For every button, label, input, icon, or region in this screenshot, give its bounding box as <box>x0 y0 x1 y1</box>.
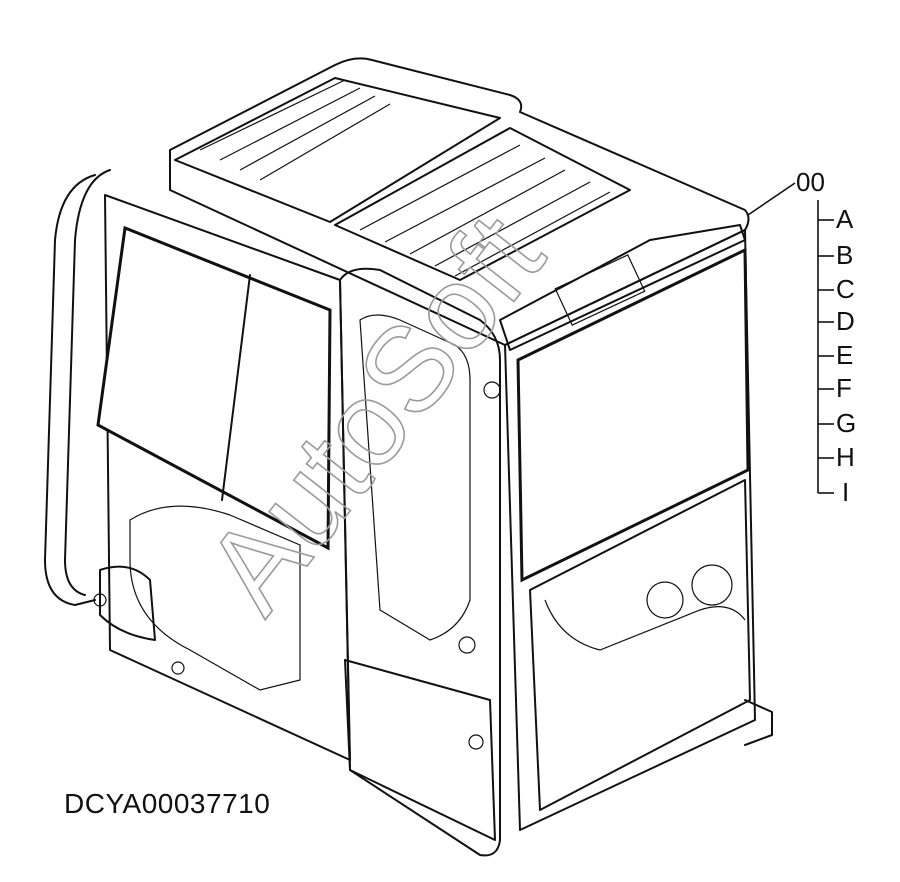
subpart-label-a: A <box>836 204 854 234</box>
assembly-callout: 00 <box>796 167 825 197</box>
subpart-label-f: F <box>836 373 852 403</box>
subpart-bracket <box>817 200 834 494</box>
subpart-label-c: C <box>836 274 855 304</box>
subpart-label-i: I <box>842 477 849 507</box>
subpart-label-e: E <box>836 340 853 370</box>
subpart-label-d: D <box>836 306 855 336</box>
drawing-code: DCYA00037710 <box>64 788 271 819</box>
callout-leader <box>747 182 796 216</box>
subpart-label-h: H <box>836 442 855 472</box>
cab-roof <box>169 57 750 351</box>
subpart-label-g: G <box>836 408 856 438</box>
cab-front <box>44 169 351 761</box>
cab-pillar <box>339 267 501 857</box>
cab-rear <box>504 229 773 831</box>
subpart-label-b: B <box>836 240 853 270</box>
